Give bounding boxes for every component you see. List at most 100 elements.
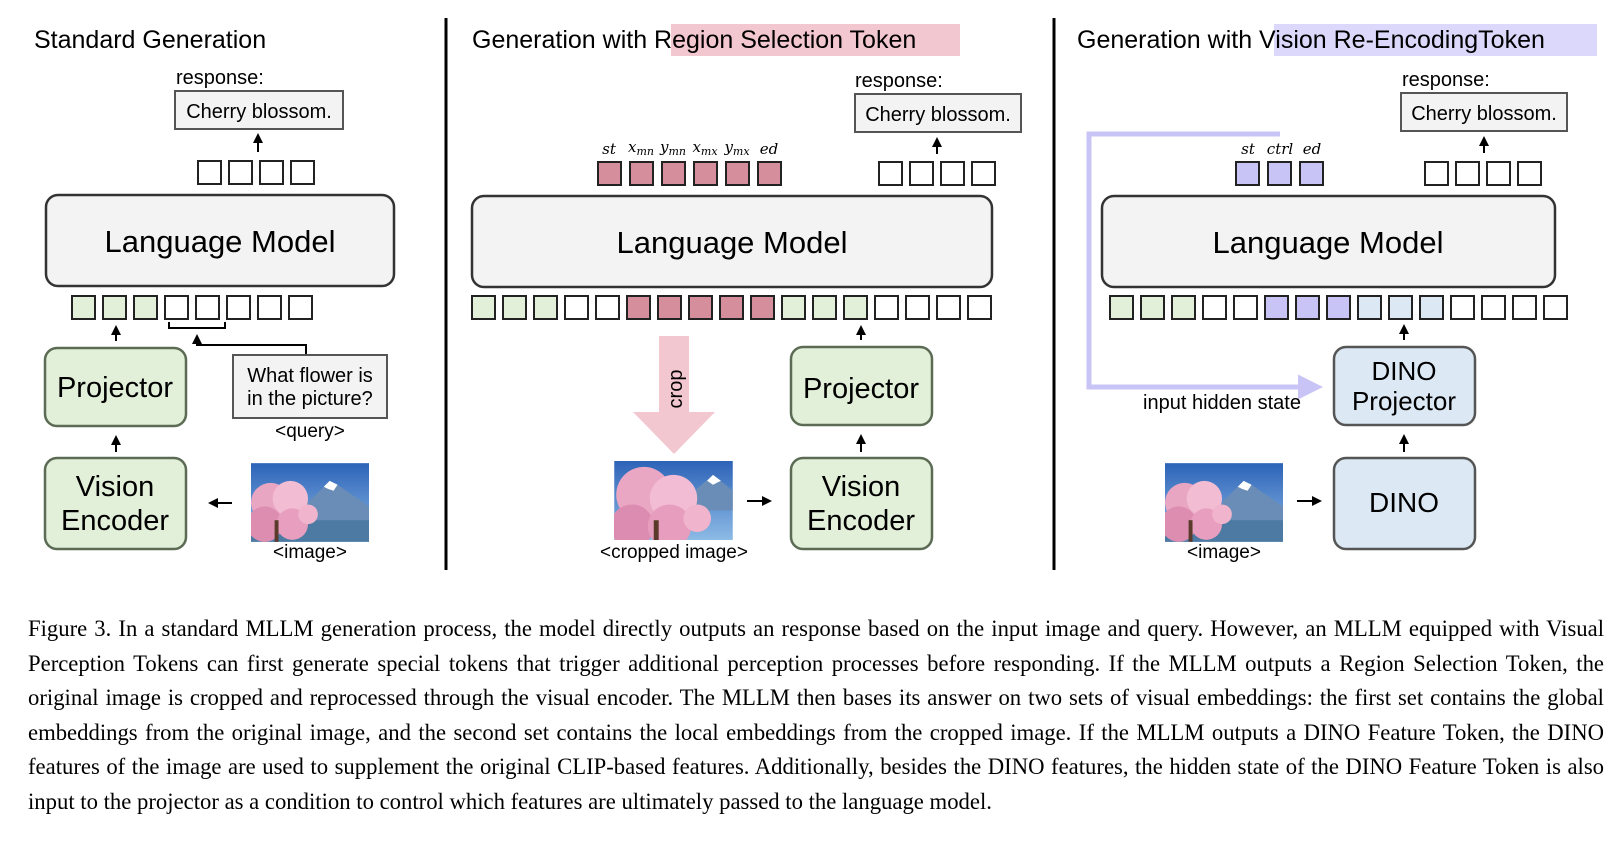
projector-box <box>789 345 934 427</box>
token-square <box>971 161 996 186</box>
response-text: Cherry blossom. <box>1411 103 1557 125</box>
token-square <box>750 295 775 320</box>
dino-label: DINO <box>1369 487 1439 518</box>
response-text: Cherry blossom. <box>865 104 1011 126</box>
query-connector <box>168 322 226 329</box>
token-square <box>533 295 558 320</box>
dino-projector-label-2: Projector <box>1352 386 1456 416</box>
token-square <box>812 295 837 320</box>
vision-encoder-box <box>789 456 934 551</box>
token-square <box>1357 295 1382 320</box>
token-square <box>197 160 222 185</box>
token-square <box>688 295 713 320</box>
query-tag: <query> <box>275 421 345 442</box>
dino-projector-label-1: DINO <box>1372 356 1437 386</box>
response-label: response: <box>176 67 264 89</box>
token-square <box>1140 295 1165 320</box>
query-line-1: What flower is <box>247 365 373 387</box>
panel-region-selection: Generation with Region Selection Token r… <box>470 24 1022 563</box>
language-model-box <box>44 193 396 288</box>
input-tokens <box>1109 295 1568 320</box>
token-square <box>1295 295 1320 320</box>
token-square <box>843 295 868 320</box>
token-square <box>228 160 253 185</box>
dino-projector-box <box>1332 345 1477 427</box>
token-square <box>757 161 782 186</box>
token-square <box>657 295 682 320</box>
token-label-ymx: ymx <box>723 138 750 158</box>
query-line-2: in the picture? <box>247 388 373 410</box>
cherry-blossom-photo <box>1165 463 1283 542</box>
token-square <box>288 295 313 320</box>
token-square <box>1419 295 1444 320</box>
token-square <box>1326 295 1351 320</box>
language-model-label: Language Model <box>617 225 848 260</box>
encoder-label-2: Encoder <box>61 505 169 537</box>
token-square <box>502 295 527 320</box>
encoder-label-1: Vision <box>76 471 154 503</box>
token-square <box>693 161 718 186</box>
query-box <box>232 354 388 419</box>
token-square <box>564 295 589 320</box>
token-square <box>1299 161 1324 186</box>
hidden-state-label: input hidden state <box>1143 392 1301 414</box>
panel-title: Standard Generation <box>34 26 266 54</box>
token-square <box>909 161 934 186</box>
token-square <box>1486 161 1511 186</box>
cherry-blossom-photo <box>251 463 369 542</box>
language-model-box <box>470 194 994 289</box>
token-square <box>661 161 686 186</box>
token-square <box>1267 161 1292 186</box>
input-tokens <box>71 295 313 320</box>
token-square <box>1264 295 1289 320</box>
image-tag: <image> <box>273 542 347 563</box>
response-label: response: <box>855 70 943 92</box>
language-model-label: Language Model <box>105 224 336 259</box>
token-square <box>940 161 965 186</box>
token-label-ed: ed <box>1303 140 1321 158</box>
output-tokens <box>197 160 315 185</box>
response-label: response: <box>1402 69 1490 91</box>
token-square <box>595 295 620 320</box>
language-model-label: Language Model <box>1213 225 1444 260</box>
token-square <box>629 161 654 186</box>
token-label-xmn: xmn <box>628 138 654 158</box>
response-box <box>1400 92 1568 132</box>
response-box <box>174 90 344 130</box>
token-square <box>1455 161 1480 186</box>
token-square <box>1424 161 1449 186</box>
token-square <box>905 295 930 320</box>
dino-box <box>1332 456 1477 551</box>
token-square <box>164 295 189 320</box>
token-label-ed: ed <box>760 140 778 158</box>
cropped-image-tag: <cropped image> <box>600 542 748 563</box>
token-square <box>1233 295 1258 320</box>
projector-label: Projector <box>57 372 173 404</box>
token-label-ymn: ymn <box>659 138 686 158</box>
query-connector <box>192 334 307 354</box>
token-square <box>102 295 127 320</box>
token-square <box>967 295 992 320</box>
figure-diagram: Standard Generation response: Cherry blo… <box>34 18 1597 570</box>
token-square <box>1481 295 1506 320</box>
token-square <box>1512 295 1537 320</box>
panel-title: Generation with Vision Re-EncodingToken <box>1077 26 1545 54</box>
token-square <box>597 161 622 186</box>
vision-encoder-box <box>43 456 188 551</box>
response-box <box>854 93 1022 133</box>
token-square <box>259 160 284 185</box>
token-square <box>71 295 96 320</box>
token-square <box>1171 295 1196 320</box>
token-square <box>257 295 282 320</box>
token-label-st: st <box>1241 140 1256 158</box>
token-label-ctrl: ctrl <box>1267 140 1294 158</box>
language-model-box <box>1100 194 1557 289</box>
image-tag: <image> <box>1187 542 1261 563</box>
token-square <box>626 295 651 320</box>
input-tokens <box>471 295 992 320</box>
panel-vision-reencoding: Generation with Vision Re-EncodingToken … <box>1077 24 1597 563</box>
token-square <box>133 295 158 320</box>
title-highlight <box>671 24 960 56</box>
token-square <box>195 295 220 320</box>
hidden-state-arrow <box>1086 131 1323 400</box>
